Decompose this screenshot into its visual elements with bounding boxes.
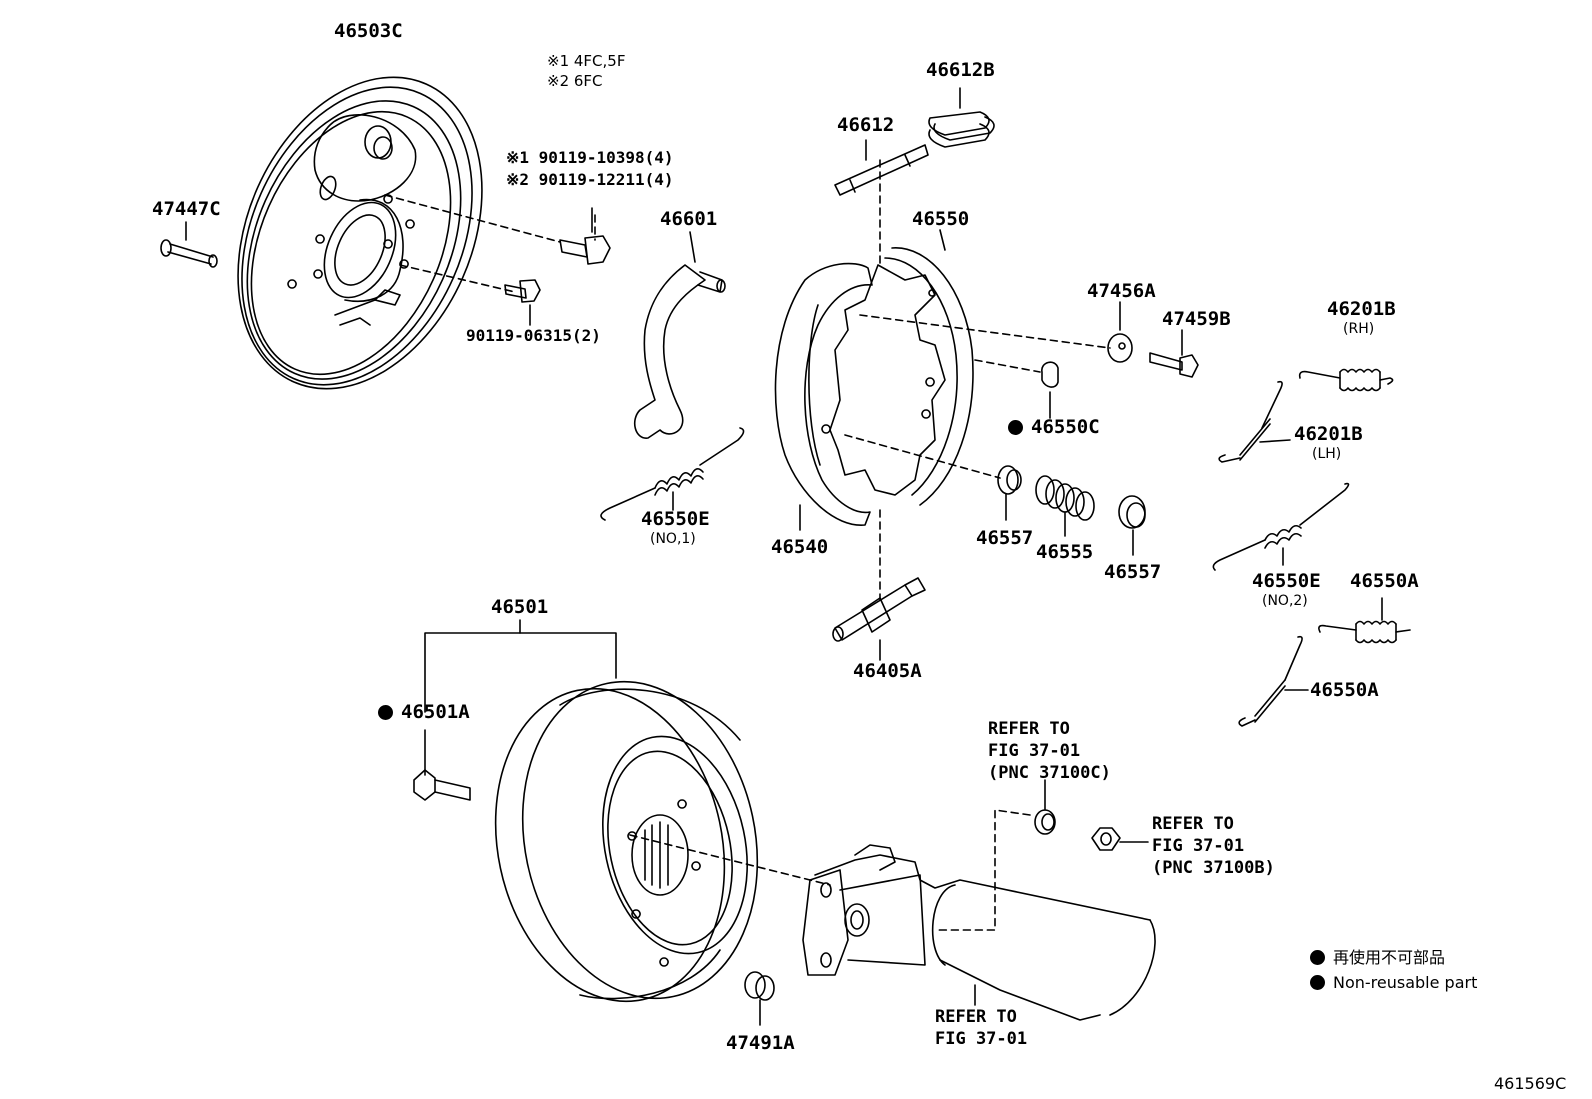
label-46540: 46540	[771, 536, 829, 558]
refer-note-37100C: REFER TO FIG 37-01 (PNC 37100C)	[988, 719, 1111, 783]
bolt-90119-06315	[504, 279, 541, 326]
label-46550C: 46550C	[1008, 418, 1100, 437]
label-47447C: 47447C	[152, 198, 221, 220]
label-bolt-2: ※2 90119-12211(4)	[506, 170, 674, 189]
lever-46601	[633, 231, 726, 439]
sublabel-no1: (NO,1)	[650, 531, 696, 547]
label-46555: 46555	[1036, 541, 1094, 563]
sublabel-rh: (RH)	[1343, 321, 1375, 337]
label-46201B-lh: 46201B	[1294, 423, 1363, 445]
strut-46612	[834, 139, 929, 196]
washer-47456A	[1107, 301, 1133, 363]
label-46550C-text: 46550C	[1031, 416, 1100, 438]
spring-46550E-1	[600, 427, 745, 521]
spring-46555	[1035, 475, 1095, 537]
brake-shoes	[774, 229, 974, 531]
pin-47459B	[1149, 329, 1199, 378]
bolt-90119-10398	[559, 207, 611, 265]
spring-46201B-rh	[1298, 368, 1394, 392]
legend-dot	[1310, 975, 1325, 990]
note-2: ※2 6FC	[547, 72, 603, 90]
spring-46550A-b	[1238, 635, 1309, 727]
brake-drum	[424, 619, 759, 1003]
plug-47491A	[744, 971, 775, 1026]
legend-jp-text: 再使用不可部品	[1333, 948, 1446, 967]
stud-46501A	[413, 769, 471, 801]
label-46405A: 46405A	[853, 660, 922, 682]
refer-note-shaft: REFER TO FIG 37-01	[935, 1007, 1028, 1049]
refer-note-37100B: REFER TO FIG 37-01 (PNC 37100B)	[1152, 814, 1275, 878]
legend-jp: 再使用不可部品	[1310, 950, 1445, 966]
sublabel-no2: (NO,2)	[1262, 593, 1308, 609]
label-46201B-rh: 46201B	[1327, 298, 1396, 320]
label-46550A-a: 46550A	[1350, 570, 1419, 592]
figure-id: 461569C	[1494, 1074, 1567, 1093]
label-47491A: 47491A	[726, 1032, 795, 1054]
label-46501A-text: 46501A	[401, 701, 470, 723]
cup-46557-a	[997, 465, 1022, 521]
legend-en: Non-reusable part	[1310, 975, 1477, 991]
note-1: ※1 4FC,5F	[547, 52, 626, 70]
clip-46612B	[928, 87, 995, 148]
label-46550E-2: 46550E	[1252, 570, 1321, 592]
label-46501A: 46501A	[378, 703, 470, 722]
label-46612B: 46612B	[926, 59, 995, 81]
label-47456A: 47456A	[1087, 280, 1156, 302]
bolt-47447C	[160, 221, 218, 268]
dashed-guides	[384, 159, 1111, 931]
label-90119-06315: 90119-06315(2)	[466, 326, 601, 345]
label-46601: 46601	[660, 208, 718, 230]
label-46557-a: 46557	[976, 527, 1034, 549]
label-46501: 46501	[491, 596, 549, 618]
label-46557-b: 46557	[1104, 561, 1162, 583]
backing-plate	[237, 76, 483, 390]
spring-46550E-2	[1212, 482, 1350, 571]
adjuster-46405A	[832, 577, 926, 661]
label-46612: 46612	[837, 114, 895, 136]
cup-46557-b	[1118, 495, 1146, 556]
label-47459B: 47459B	[1162, 308, 1231, 330]
clip-46550C	[1041, 361, 1059, 419]
legend-en-text: Non-reusable part	[1333, 973, 1478, 992]
spring-46550A-a	[1318, 597, 1411, 644]
label-46503C: 46503C	[334, 20, 403, 42]
nonreusable-dot	[1008, 420, 1023, 435]
label-46550E-1: 46550E	[641, 508, 710, 530]
label-46550: 46550	[912, 208, 970, 230]
spring-46201B-lh	[1218, 380, 1291, 463]
sublabel-lh: (LH)	[1312, 446, 1342, 462]
label-46550A-b: 46550A	[1310, 679, 1379, 701]
propeller-shaft	[802, 779, 1156, 1021]
label-bolt-1: ※1 90119-10398(4)	[506, 148, 674, 167]
legend-dot	[1310, 950, 1325, 965]
nonreusable-dot	[378, 705, 393, 720]
